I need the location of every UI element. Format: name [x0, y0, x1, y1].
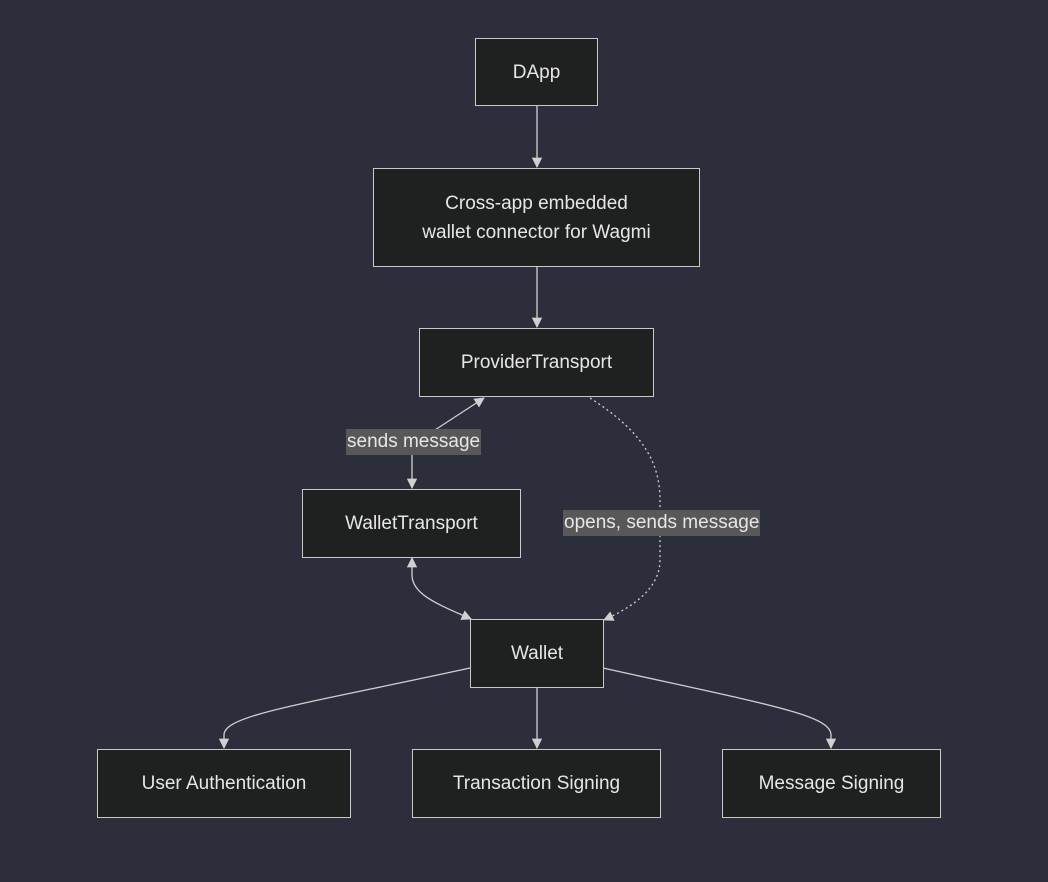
node-transaction-signing-label: Transaction Signing: [452, 773, 621, 794]
node-wallet-transport-label: WalletTransport: [345, 513, 478, 534]
node-provider-transport: ProviderTransport: [419, 328, 654, 397]
edge-label-sends-message: sends message: [346, 429, 482, 455]
node-dapp: DApp: [475, 38, 598, 106]
edge-wallet-to-msg-signing: [602, 667, 837, 750]
node-wallet-connector-label-line1: Cross-app embedded: [445, 192, 628, 214]
node-wallet-connector-label-line2: wallet connector for Wagmi: [422, 221, 651, 243]
edge-wallet-transport-to-wallet: [406, 556, 472, 620]
edge-label-opens-sends-message: opens, sends message: [563, 510, 761, 536]
node-user-authentication-label: User Authentication: [141, 773, 307, 794]
edge-provider-transport-to-wallet: [589, 397, 661, 621]
node-wallet-label: Wallet: [510, 643, 564, 664]
node-wallet-transport: WalletTransport: [302, 489, 521, 558]
node-transaction-signing: Transaction Signing: [412, 749, 661, 818]
node-provider-transport-label: ProviderTransport: [460, 352, 613, 373]
node-user-authentication: User Authentication: [97, 749, 351, 818]
node-wallet-connector: Cross-app embedded wallet connector for …: [373, 168, 700, 267]
node-wallet: Wallet: [470, 619, 604, 688]
node-message-signing-label: Message Signing: [758, 773, 905, 794]
node-message-signing: Message Signing: [722, 749, 941, 818]
edge-wallet-to-user-auth: [218, 667, 471, 750]
node-dapp-label: DApp: [512, 61, 561, 83]
